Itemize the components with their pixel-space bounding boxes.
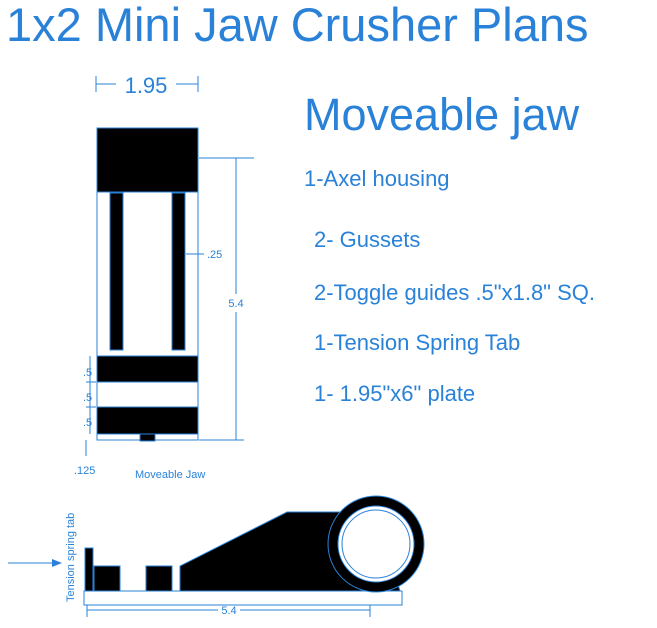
part-item-toggle-guides: 2-Toggle guides .5"x1.8" SQ. [314,280,596,305]
side-axel-bore-inner [341,509,411,579]
side-tension-tab [84,547,94,592]
toggle-guide-lower [96,406,199,435]
part-item-axel-housing: 1-Axel housing [304,166,450,191]
page-title: 1x2 Mini Jaw Crusher Plans [6,0,589,51]
tension-tab-label: Tension spring tab [65,513,77,602]
tab-arrow-icon [52,559,62,567]
spacing-dim-label-1: .5 [83,367,92,379]
width-dim-label: 1.95 [125,73,168,98]
side-base-plate [83,590,403,606]
side-view: Tension spring tab 5.4 [8,495,425,617]
gusset-dim-label: .25 [207,249,222,261]
height-dim-label: 5.4 [228,298,243,310]
spacing-dim-label-3: .5 [83,417,92,429]
side-toggle-guide-2 [145,565,173,592]
tension-tab-front [139,433,156,442]
front-view-caption: Moveable Jaw [135,469,205,481]
side-toggle-guide-1 [93,565,121,592]
front-view: 1.95 5.4 .25 .5 .5 .5 .125 Moveable [74,73,254,481]
part-item-plate: 1- 1.95"x6" plate [314,381,476,406]
part-item-gussets: 2- Gussets [314,227,421,252]
bottom-dim-label: .125 [74,465,95,477]
spacing-dim-label-2: .5 [83,392,92,404]
section-subtitle: Moveable jaw [304,89,580,140]
gusset-left [109,192,124,351]
axel-housing-block [96,127,199,193]
length-dim-label: 5.4 [221,605,236,617]
part-item-tension-spring-tab: 1-Tension Spring Tab [314,330,521,355]
toggle-guide-upper [96,355,199,383]
side-axel-bore [337,505,415,583]
gusset-right [171,192,186,351]
